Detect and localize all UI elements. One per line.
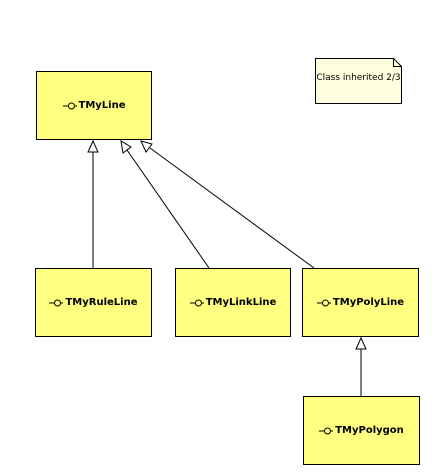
class-box-tmyline[interactable]: TMyLine [36, 71, 152, 140]
note-text: Class inherited 2/3 [316, 73, 401, 83]
generalization-polyline-to-line[interactable] [140, 140, 315, 269]
class-box-tmypolygon[interactable]: TMyPolygon [303, 396, 420, 465]
class-name-tmypolygon: TMyPolygon [335, 425, 404, 436]
generalization-linkline-to-line[interactable] [120, 140, 210, 269]
diagram-note[interactable]: Class inherited 2/3 [315, 58, 402, 104]
class-lollipop-icon [62, 102, 77, 110]
class-name-tmypolyline: TMyPolyLine [332, 297, 405, 308]
note-folded-corner-shape [315, 58, 402, 104]
generalization-polygon-to-polyline[interactable] [355, 336, 367, 396]
class-box-tmylinkline[interactable]: TMyLinkLine [175, 268, 291, 337]
class-lollipop-icon [49, 299, 64, 307]
class-name-tmyruleline: TMyRuleLine [65, 297, 138, 308]
generalization-ruleline-to-line[interactable] [87, 139, 99, 268]
class-lollipop-icon [189, 299, 204, 307]
class-box-tmypolyline[interactable]: TMyPolyLine [302, 268, 419, 337]
class-box-tmyruleline[interactable]: TMyRuleLine [35, 268, 152, 337]
class-lollipop-icon [319, 427, 334, 435]
class-lollipop-icon [316, 299, 331, 307]
class-name-tmyline: TMyLine [78, 100, 126, 111]
class-name-tmylinkline: TMyLinkLine [205, 297, 277, 308]
